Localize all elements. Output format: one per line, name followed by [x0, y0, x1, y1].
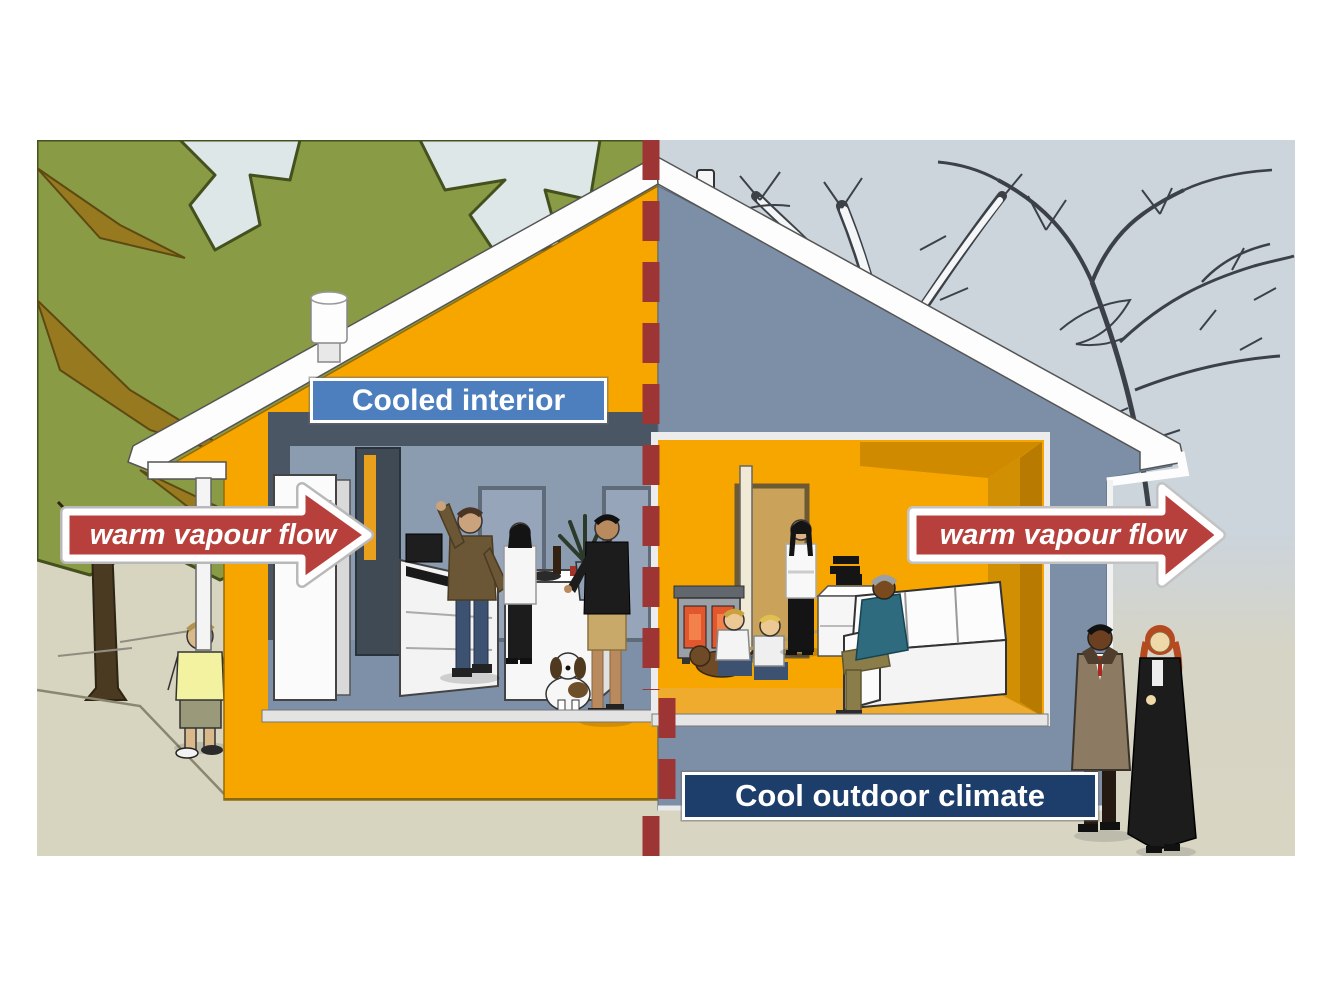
right-eave-step: [1106, 451, 1190, 487]
right-roof-fascia: [655, 154, 1185, 471]
left-soffit: [147, 461, 227, 480]
woman-black-coat: [1127, 625, 1197, 853]
tall-cabinet: [355, 447, 401, 656]
warm-interior-room: [651, 432, 1050, 727]
cooled-interior-label-text: Cooled interior: [351, 383, 566, 417]
cabinet-duct: [364, 455, 376, 560]
cool-outdoor-climate-label: Cool outdoor climate: [682, 772, 1098, 820]
man-black-shirt: [564, 514, 632, 727]
cool-outdoor-climate-label-text: Cool outdoor climate: [735, 778, 1045, 813]
children-and-dog: [689, 608, 831, 680]
warm-ceiling: [860, 442, 1042, 478]
canopy-branch-2: [37, 167, 186, 259]
man-pointing: [436, 501, 509, 684]
dog-beagle: [545, 652, 591, 714]
ground-contour: [37, 688, 227, 797]
right-vapour-arrow: [907, 482, 1226, 588]
left-vapour-arrow: [60, 482, 374, 588]
divider-dashed-line: [642, 140, 676, 856]
sky-gap-1: [178, 140, 302, 252]
warm-wall-shade: [1020, 442, 1042, 716]
woman-kitchen: [503, 522, 537, 664]
house-right-half: [651, 154, 1190, 811]
roof-vent: [310, 291, 348, 363]
cooled-interior-label: Cooled interior: [310, 378, 607, 423]
left-floor-sill: [261, 709, 659, 723]
woman-living-room: [780, 519, 824, 657]
right-floor-sill: [651, 713, 1049, 727]
ground-marks: [57, 629, 197, 657]
